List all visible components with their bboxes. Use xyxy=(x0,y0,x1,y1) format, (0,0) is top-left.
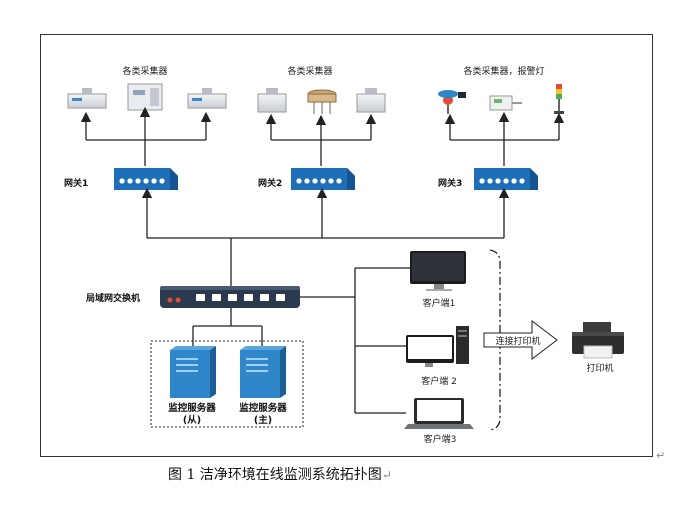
gateway-2 xyxy=(291,168,355,190)
sensor-device-1c xyxy=(187,88,227,109)
switch-server-links xyxy=(192,308,263,350)
figure-caption: 图 1 洁净环境在线监测系统拓扑图↵ xyxy=(168,464,392,484)
paragraph-mark-icon: ↵ xyxy=(381,468,392,482)
client-2-desktop xyxy=(406,326,469,367)
sensor-device-1b xyxy=(127,83,163,111)
monitor-server-master xyxy=(240,346,286,398)
connect-printer-label: 连接打印机 xyxy=(495,335,540,347)
client-1-label: 客户端1 xyxy=(423,297,456,309)
server-group-box xyxy=(150,340,304,428)
sensor-group-2-label: 各类采集器 xyxy=(287,65,332,77)
gateway-1 xyxy=(114,168,178,190)
lan-switch-label: 局域网交换机 xyxy=(86,292,140,304)
printer-label: 打印机 xyxy=(586,362,613,374)
sensor-device-1a xyxy=(67,88,107,109)
lan-switch xyxy=(160,286,300,308)
figure-caption-text: 图 1 洁净环境在线监测系统拓扑图 xyxy=(168,467,382,483)
client-group-bracket xyxy=(489,249,501,431)
client-3-label: 客户端3 xyxy=(424,433,457,445)
server-slave-label-2: (从) xyxy=(183,415,201,426)
sensor-device-3a xyxy=(438,90,466,114)
return-mark-icon: ↵ xyxy=(656,449,666,462)
gateway-3 xyxy=(474,168,538,190)
printer-icon xyxy=(572,322,624,359)
monitor-server-slave xyxy=(170,346,216,398)
sensor-device-2b xyxy=(307,89,337,114)
connect-printer-arrow xyxy=(483,319,558,361)
gateway-sensor-links xyxy=(80,106,565,166)
server-slave-label-1: 监控服务器 xyxy=(168,402,216,414)
server-master-label-2: (主) xyxy=(254,414,272,426)
switch-client-links xyxy=(300,267,410,414)
gateway-3-label: 网关3 xyxy=(438,177,462,189)
gateway-1-label: 网关1 xyxy=(64,177,88,189)
switch-gateway-links xyxy=(141,187,510,286)
client-3-laptop xyxy=(404,398,474,429)
sensor-device-2c xyxy=(356,88,386,113)
sensor-group-1-label: 各类采集器 xyxy=(122,65,167,77)
client-1-monitor xyxy=(410,251,466,291)
gateway-2-label: 网关2 xyxy=(258,177,282,189)
server-master-label-1: 监控服务器 xyxy=(239,402,287,414)
sensor-device-3b xyxy=(489,95,522,111)
sensor-group-3-label: 各类采集器，报警灯 xyxy=(463,65,544,77)
client-2-label: 客户端 2 xyxy=(421,375,457,387)
sensor-device-2a xyxy=(257,88,287,113)
alarm-light-icon xyxy=(554,84,564,114)
diagram-frame xyxy=(40,34,653,457)
